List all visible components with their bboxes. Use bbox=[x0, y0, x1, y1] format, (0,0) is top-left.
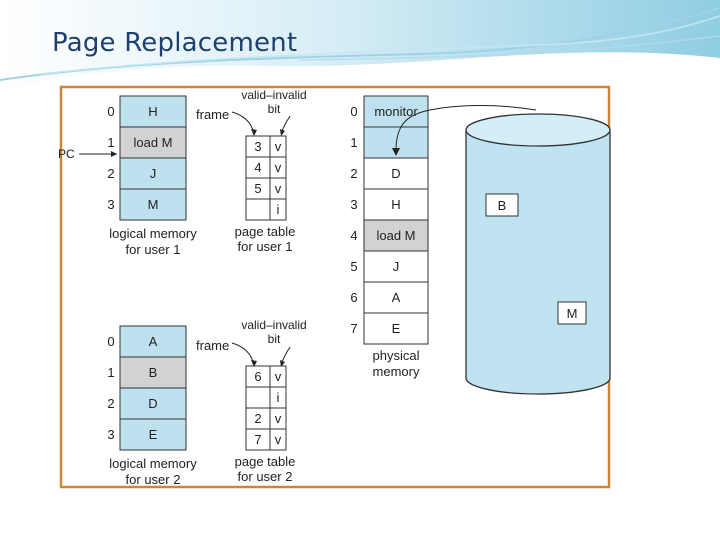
phys-cell: E bbox=[392, 321, 401, 336]
physical-memory: 0 1 2 3 4 5 6 7 monitor D H load M J A E… bbox=[350, 95, 429, 379]
u1-logical-caption: logical memory bbox=[109, 226, 197, 241]
disk-block-b-label: B bbox=[498, 198, 507, 213]
u1-pt-frame: 4 bbox=[254, 160, 261, 175]
phys-index: 6 bbox=[350, 290, 357, 305]
u2-logical-cell: D bbox=[148, 396, 157, 411]
u2-logical-index: 0 bbox=[107, 334, 114, 349]
u1-logical-cell: J bbox=[150, 166, 157, 181]
u2-logical-index: 1 bbox=[107, 365, 114, 380]
valid-invalid-label-user2: valid–invalid bbox=[241, 318, 306, 332]
page-in-arrowhead bbox=[392, 148, 400, 156]
u2-pt-bit: v bbox=[275, 369, 282, 384]
u1-logical-cell: load M bbox=[133, 135, 172, 150]
phys-index: 4 bbox=[350, 228, 357, 243]
phys-index: 0 bbox=[350, 104, 357, 119]
phys-cell: A bbox=[392, 290, 401, 305]
u2-pt-bit: v bbox=[275, 432, 282, 447]
u1-pt-bit: v bbox=[275, 160, 282, 175]
u2-pt-caption: for user 2 bbox=[238, 469, 293, 484]
pc-label: PC bbox=[58, 147, 75, 161]
u1-pt-frame: 3 bbox=[254, 139, 261, 154]
u1-pt-frame: 5 bbox=[254, 181, 261, 196]
valid-invalid-label-user1: bit bbox=[268, 102, 281, 116]
phys-index: 5 bbox=[350, 259, 357, 274]
phys-index: 1 bbox=[350, 135, 357, 150]
u1-pt-caption: page table bbox=[235, 224, 296, 239]
page-table-user2: 6 2 7 v i v v page table for user 2 bbox=[235, 365, 296, 484]
page-table-user1: 3 4 5 v v v i page table for user 1 bbox=[235, 135, 296, 254]
valid-invalid-label-user1: valid–invalid bbox=[241, 88, 306, 102]
u1-logical-caption: for user 1 bbox=[126, 242, 181, 257]
phys-cell: H bbox=[391, 197, 400, 212]
u2-pt-bit: v bbox=[275, 411, 282, 426]
disk-block-b: B bbox=[485, 193, 519, 217]
bit-arrowhead-user2 bbox=[280, 360, 285, 367]
frame-arrowhead-user2 bbox=[251, 360, 257, 367]
frame-arrowhead-user1 bbox=[251, 129, 257, 136]
u2-pt-frame: 2 bbox=[254, 411, 261, 426]
disk-block-m-label: M bbox=[567, 306, 578, 321]
frame-label-user2: frame bbox=[196, 338, 229, 353]
phys-index: 2 bbox=[350, 166, 357, 181]
u2-logical-index: 2 bbox=[107, 396, 114, 411]
phys-cell: J bbox=[393, 259, 400, 274]
u1-logical-index: 2 bbox=[107, 166, 114, 181]
u2-logical-cell: B bbox=[149, 365, 158, 380]
phys-cell: D bbox=[391, 166, 400, 181]
phys-index: 7 bbox=[350, 321, 357, 336]
u2-logical-cell: E bbox=[149, 427, 158, 442]
u2-pt-frame: 6 bbox=[254, 369, 261, 384]
u2-logical-index: 3 bbox=[107, 427, 114, 442]
slide-title: Page Replacement bbox=[52, 28, 298, 58]
u2-logical-caption: for user 2 bbox=[126, 472, 181, 487]
pc-arrowhead bbox=[111, 151, 117, 157]
u2-pt-caption: page table bbox=[235, 454, 296, 469]
phys-caption: physical bbox=[373, 348, 420, 363]
logical-memory-user2: 0 1 2 3 A B D E logical memory for user … bbox=[107, 325, 197, 487]
frame-label-user1: frame bbox=[196, 107, 229, 122]
u2-logical-cell: A bbox=[149, 334, 158, 349]
u1-pt-bit: i bbox=[277, 202, 280, 217]
logical-memory-user1: 0 1 2 3 H load M J M logical memory for … bbox=[107, 95, 197, 257]
u1-logical-index: 0 bbox=[107, 104, 114, 119]
u2-logical-caption: logical memory bbox=[109, 456, 197, 471]
phys-cell: load M bbox=[376, 228, 415, 243]
u1-logical-index: 1 bbox=[107, 135, 114, 150]
u1-pt-bit: v bbox=[275, 181, 282, 196]
u2-pt-bit: i bbox=[277, 390, 280, 405]
phys-index: 3 bbox=[350, 197, 357, 212]
u1-logical-cell: M bbox=[148, 197, 159, 212]
disk-icon bbox=[465, 113, 611, 395]
disk-block-m: M bbox=[557, 301, 587, 325]
bit-arrowhead-user1 bbox=[280, 129, 285, 136]
phys-caption: memory bbox=[373, 364, 420, 379]
valid-invalid-label-user2: bit bbox=[268, 332, 281, 346]
page-in-arrow bbox=[395, 105, 537, 151]
u1-pt-bit: v bbox=[275, 139, 282, 154]
u1-logical-index: 3 bbox=[107, 197, 114, 212]
u1-pt-caption: for user 1 bbox=[238, 239, 293, 254]
phys-cell: monitor bbox=[374, 104, 418, 119]
u1-logical-cell: H bbox=[148, 104, 157, 119]
u2-pt-frame: 7 bbox=[254, 432, 261, 447]
